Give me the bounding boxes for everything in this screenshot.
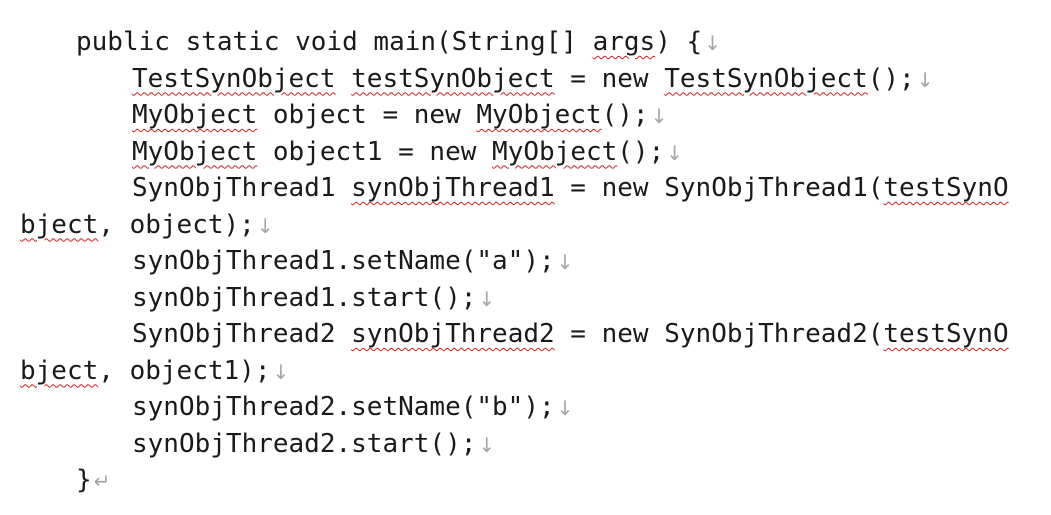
code-text: (); [601,100,649,130]
line-break-mark-icon: ↓ [478,432,496,457]
code-line: synObjThread2.setName("b");↓ [132,389,573,425]
code-line: MyObject object1 = new MyObject();↓ [132,134,683,170]
spell-flagged-word: synObjThread1 [351,173,555,203]
spell-flagged-word: MyObject [476,100,602,130]
code-text: synObjThread2.start(); [132,428,477,459]
code-text: SynObjThread1 [132,173,352,203]
line-break-mark-icon: ↓ [650,104,668,128]
code-text: = new SynObjThread1( [554,173,884,203]
code-text: , object); [98,209,255,240]
code-text: object1 = new [257,136,493,167]
code-text: synObjThread1.start(); [132,282,477,313]
code-text: synObjThread1.setName("a"); [132,246,555,276]
line-break-mark-icon: ↓ [478,286,496,311]
spell-flagged-word: testSynO [883,319,1009,349]
spell-flagged-word: synObjThread2 [351,319,555,349]
code-text: SynObjThread2 [132,319,352,349]
code-text: } [76,465,92,495]
line-break-mark-icon: ↓ [272,359,290,384]
spell-flagged-word: MyObject [132,100,258,130]
spell-flagged-word: TestSynObject [132,63,336,94]
code-line: public static void main(String[] args) {… [76,24,721,60]
code-line: SynObjThread1 synObjThread1 = new SynObj… [132,170,1009,206]
code-text: (); [617,136,665,167]
code-text: public static void main(String[] [76,27,593,57]
spell-flagged-word: args [592,27,656,57]
code-line: bject, object);↓ [20,207,274,243]
line-break-mark-icon: ↓ [556,250,574,274]
code-line: MyObject object = new MyObject();↓ [132,97,667,133]
code-line: }↵ [76,462,110,498]
code-line: bject, object1);↓ [20,353,289,389]
spell-flagged-word: MyObject [492,136,618,167]
line-break-mark-icon: ↓ [556,396,574,420]
code-text: = new SynObjThread2( [554,319,884,349]
code-text: object = new [257,100,477,130]
code-line: synObjThread1.setName("a");↓ [132,243,573,279]
line-break-mark-icon: ↓ [916,67,934,92]
spell-flagged-word: MyObject [132,136,258,167]
code-text: , object1); [98,355,271,386]
code-text: synObjThread2.setName("b"); [132,392,555,422]
code-line: synObjThread1.start();↓ [132,280,495,316]
spell-flagged-word: testSynO [883,173,1009,203]
spell-flagged-word: bject [20,355,99,386]
paragraph-mark-icon: ↵ [93,469,111,493]
line-break-mark-icon: ↓ [666,140,684,165]
spell-flagged-word: testSynObject [351,63,555,94]
code-text: (); [867,63,915,94]
code-text: ) { [655,27,703,57]
code-text: = new [554,63,665,94]
line-break-mark-icon: ↓ [256,213,274,238]
code-line: synObjThread2.start();↓ [132,426,495,462]
code-line: SynObjThread2 synObjThread2 = new SynObj… [132,316,1009,352]
line-break-mark-icon: ↓ [704,31,721,55]
code-text [336,64,352,94]
spell-flagged-word: TestSynObject [664,63,868,94]
spell-flagged-word: bject [20,209,99,240]
code-line: TestSynObject testSynObject = new TestSy… [132,61,933,97]
